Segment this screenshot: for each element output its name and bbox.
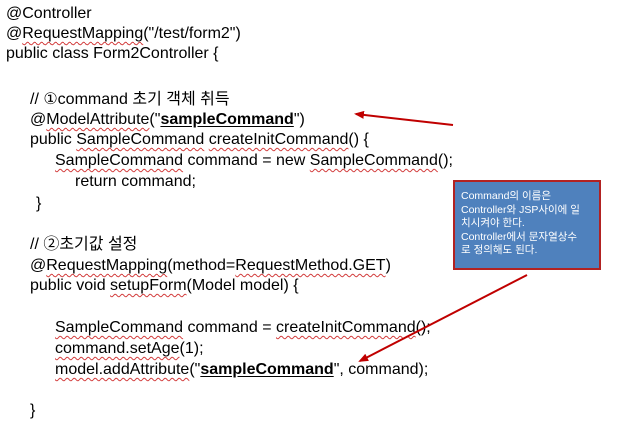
comment-text: // ②초기값 설정 <box>30 236 138 253</box>
highlighted-name: sampleCommand <box>200 361 334 378</box>
code-text: (method= <box>167 257 236 274</box>
code-text: ModelAttribute <box>46 111 150 128</box>
note-text: 치시켜야 한다. <box>461 217 525 229</box>
code-text: @ <box>30 257 47 274</box>
code-text: public class Form2Controller { <box>6 45 219 62</box>
code-text: RequestMethod.GET <box>235 257 386 274</box>
code-line: SampleCommand command = new SampleComman… <box>55 151 453 171</box>
code-text: RequestMapping <box>22 25 144 42</box>
code-text: RequestMapping <box>46 257 168 274</box>
code-line: @ModelAttribute("sampleCommand") <box>30 110 305 130</box>
code-line: } <box>30 401 35 421</box>
code-text: ("/test/form2") <box>143 25 241 42</box>
note-text: Controller에서 문자열상수 <box>461 230 578 243</box>
code-text: } <box>30 402 36 419</box>
code-text: command = <box>183 319 276 336</box>
code-text: SampleCommand <box>309 152 438 169</box>
code-text: public void <box>30 277 111 294</box>
code-text: (" <box>189 361 201 378</box>
code-line: SampleCommand command = createInitComman… <box>55 318 431 338</box>
code-text: (); <box>415 319 431 336</box>
comment-line: // ②초기값 설정 <box>30 235 137 255</box>
code-line: public SampleCommand createInitCommand()… <box>30 130 369 150</box>
code-line: return command; <box>75 172 196 192</box>
callout-note: Command의 이름은 Controller와 JSP사이에 일 치시켜야 한… <box>453 180 601 270</box>
code-text: SampleCommand <box>55 152 184 169</box>
code-text: SampleCommand <box>76 131 205 148</box>
code-text: (" <box>149 111 161 128</box>
code-line: @RequestMapping(method=RequestMethod.GET… <box>30 256 391 276</box>
code-line: public class Form2Controller { <box>6 44 219 64</box>
code-line: model.addAttribute("sampleCommand", comm… <box>55 360 428 380</box>
comment-text: // ①command 초기 객체 취득 <box>30 91 230 108</box>
code-text: createInitCommand <box>276 319 416 336</box>
code-text: setupForm <box>110 277 187 294</box>
highlighted-name: sampleCommand <box>160 111 294 128</box>
code-text: @ <box>30 111 47 128</box>
code-text: (1); <box>179 340 204 357</box>
note-text: Command의 이름은 <box>461 190 551 202</box>
code-text: (); <box>437 152 453 169</box>
code-line: @Controller <box>6 4 92 24</box>
note-text: 로 정의해도 된다. <box>461 244 538 256</box>
code-text: ", command); <box>333 361 429 378</box>
code-text: () { <box>348 131 369 148</box>
code-text: command.setAge <box>55 340 180 357</box>
code-line: command.setAge(1); <box>55 339 204 359</box>
code-text: ) <box>385 257 391 274</box>
code-text: ") <box>293 111 305 128</box>
note-text: Controller와 JSP사이에 일 <box>461 203 580 216</box>
comment-line: // ①command 초기 객체 취득 <box>30 90 230 110</box>
code-text: model.addAttribute <box>55 361 190 378</box>
code-text: @ <box>6 25 23 42</box>
arrow-to-model-attribute <box>354 110 454 126</box>
code-text: (Model model) { <box>186 277 299 294</box>
code-line: } <box>36 194 41 214</box>
annotation-text: @Controller <box>6 5 92 22</box>
code-text: } <box>36 195 42 212</box>
code-line: public void setupForm(Model model) { <box>30 276 299 296</box>
code-text: SampleCommand <box>55 319 184 336</box>
code-text: public <box>30 131 77 148</box>
code-text: return command; <box>75 173 196 190</box>
code-text: command = new <box>183 152 310 169</box>
code-line: @RequestMapping("/test/form2") <box>6 24 241 44</box>
code-text: createInitCommand <box>208 131 349 148</box>
